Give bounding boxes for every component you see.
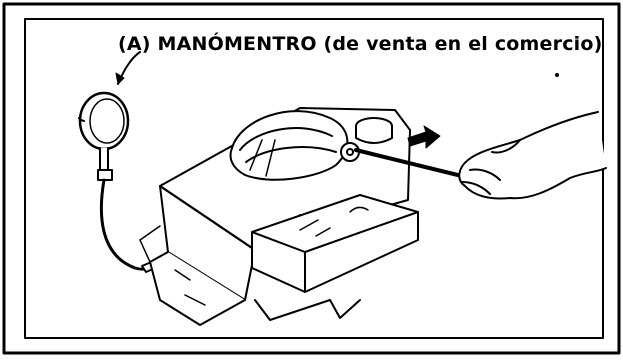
hand [458,111,607,200]
gauge-callout-label: (A) MANÓMENTRO (de venta en el comercio) [118,33,603,55]
pressure-gauge [78,91,130,181]
inner-frame [24,18,604,339]
outer-frame [2,2,621,355]
engine-body [139,107,419,326]
pull-direction-arrow [407,125,441,149]
dipstick-rod [354,148,472,180]
